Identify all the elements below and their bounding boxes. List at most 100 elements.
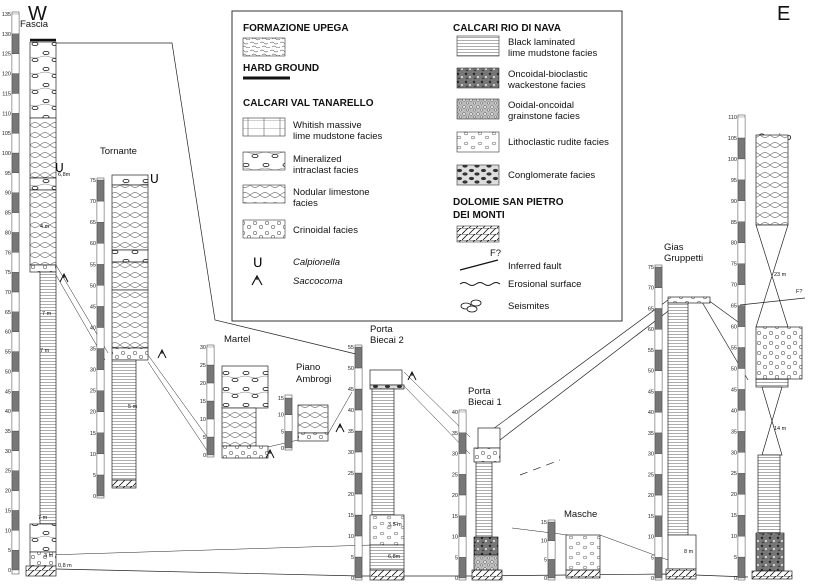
- carnino-fault-line: [739, 297, 806, 306]
- scale-tick-label: 90: [731, 199, 737, 205]
- scale-segment: [11, 410, 20, 432]
- saccocoma-icon: [335, 422, 345, 433]
- scale-tick-label: 10: [731, 534, 737, 540]
- scale-tick-label: 10: [90, 452, 96, 458]
- scale-segment: [11, 271, 20, 293]
- scale-segment: [654, 349, 663, 371]
- scale-tick-label: 70: [648, 286, 654, 292]
- scale-segment: [737, 368, 746, 390]
- scale-tick-label: 85: [731, 220, 737, 226]
- carnino-annot-14m: 14 m: [774, 426, 787, 432]
- scale-tick-label: 110: [2, 111, 11, 117]
- scale-tick-label: 25: [648, 472, 654, 478]
- fascia-annot-4m: 4 m: [40, 224, 50, 230]
- scale-segment: [654, 391, 663, 413]
- scale-segment: [96, 264, 105, 286]
- scale-segment: [96, 474, 105, 497]
- section-name-porta2-2: Biecai 2: [370, 335, 404, 346]
- legend-saccocoma: Saccocoma: [293, 276, 343, 287]
- scale-segment: [11, 232, 20, 253]
- scale-segment: [654, 557, 663, 579]
- legend-mineral-1: Mineralized: [293, 154, 342, 165]
- scale-segment: [96, 306, 105, 328]
- scale-tick-label: 35: [5, 429, 11, 435]
- scale-tick-label: 0: [351, 576, 354, 582]
- carnino-annot-23m: 23 m: [774, 272, 787, 278]
- scale-segment: [547, 559, 556, 579]
- scale-tick-label: 35: [648, 431, 654, 437]
- scale-segment: [547, 540, 556, 560]
- fascia-annot-7m-a: 7 m: [42, 311, 52, 317]
- scale-segment: [737, 179, 746, 201]
- scale-tick-label: 75: [5, 270, 11, 276]
- scale-segment: [96, 369, 105, 391]
- scale-tick-label: 125: [2, 52, 11, 58]
- scale-segment: [354, 556, 363, 579]
- scale-segment: [458, 453, 467, 475]
- scale-segment: [737, 514, 746, 537]
- scale-segment: [458, 494, 467, 516]
- section-name-piano-1: Piano: [296, 362, 320, 373]
- calpionella-icon: ᑌ: [150, 172, 159, 186]
- seismites-symbol: [460, 299, 482, 313]
- scale-segment: [96, 327, 105, 349]
- scale-segment: [11, 132, 20, 154]
- scale-tick-label: 15: [452, 514, 458, 520]
- scale-segment: [737, 389, 746, 411]
- legend-erosional: Erosional surface: [508, 279, 581, 290]
- scale-tick-label: 110: [728, 115, 737, 121]
- legend-fault: Inferred fault: [508, 261, 562, 272]
- scale-segment: [737, 452, 746, 474]
- legend-seismites: Seismites: [508, 301, 549, 312]
- calpionella-icon: ᑌ: [253, 255, 263, 270]
- scale-segment: [737, 221, 746, 243]
- scale-tick-label: 45: [348, 387, 354, 393]
- legend-group-dolomie-2: DEI MONTI: [453, 210, 505, 221]
- scale-tick-label: 20: [648, 493, 654, 499]
- section-name-gias-2: Gruppetti: [664, 253, 703, 264]
- legend-frame: [231, 10, 623, 322]
- scale-tick-label: 5: [544, 557, 547, 563]
- scale-segment: [654, 474, 663, 496]
- fascia-annot-3m: 3 m: [44, 553, 54, 559]
- scale-segment: [284, 397, 293, 415]
- scale-tick-label: 15: [541, 520, 547, 526]
- scale-segment: [458, 515, 467, 537]
- scale-segment: [737, 305, 746, 327]
- scale-segment: [11, 549, 20, 571]
- scale-tick-label: 20: [731, 492, 737, 498]
- scale-segment: [206, 346, 215, 366]
- scale-tick-label: 50: [5, 369, 11, 375]
- west-label: W: [28, 3, 47, 25]
- fault-symbol: [459, 259, 499, 271]
- scale-segment: [737, 158, 746, 181]
- legend-group-upega: FORMAZIONE UPEGA: [243, 23, 349, 34]
- porta2-annot-6-8m: 6,8m: [388, 554, 401, 560]
- scale-tick-label: 15: [648, 514, 654, 520]
- scale-segment: [354, 535, 363, 558]
- scale-segment: [11, 430, 20, 452]
- scale-tick-label: 15: [348, 513, 354, 519]
- scale-segment: [354, 430, 363, 453]
- saccocoma-icon: [251, 274, 263, 286]
- scale-segment: [206, 418, 215, 438]
- scale-segment: [654, 432, 663, 454]
- legend-ooidal-2: grainstone facies: [508, 111, 580, 122]
- scale-tick-label: 55: [648, 348, 654, 354]
- scale-tick-label: 100: [2, 151, 11, 157]
- scale-tick-label: 70: [90, 199, 96, 205]
- scale-tick-label: 25: [348, 471, 354, 477]
- section-name-piano-2: Ambrogi: [296, 374, 331, 385]
- calpionella-icon: ᑌ: [55, 161, 64, 175]
- scale-segment: [11, 490, 20, 511]
- scale-segment: [11, 510, 20, 531]
- section-name-porta1-1: Porta: [468, 386, 491, 397]
- scale-tick-label: 60: [5, 330, 11, 336]
- scale-segment: [354, 409, 363, 432]
- scale-tick-label: 35: [731, 429, 737, 435]
- scale-tick-label: 15: [5, 508, 11, 514]
